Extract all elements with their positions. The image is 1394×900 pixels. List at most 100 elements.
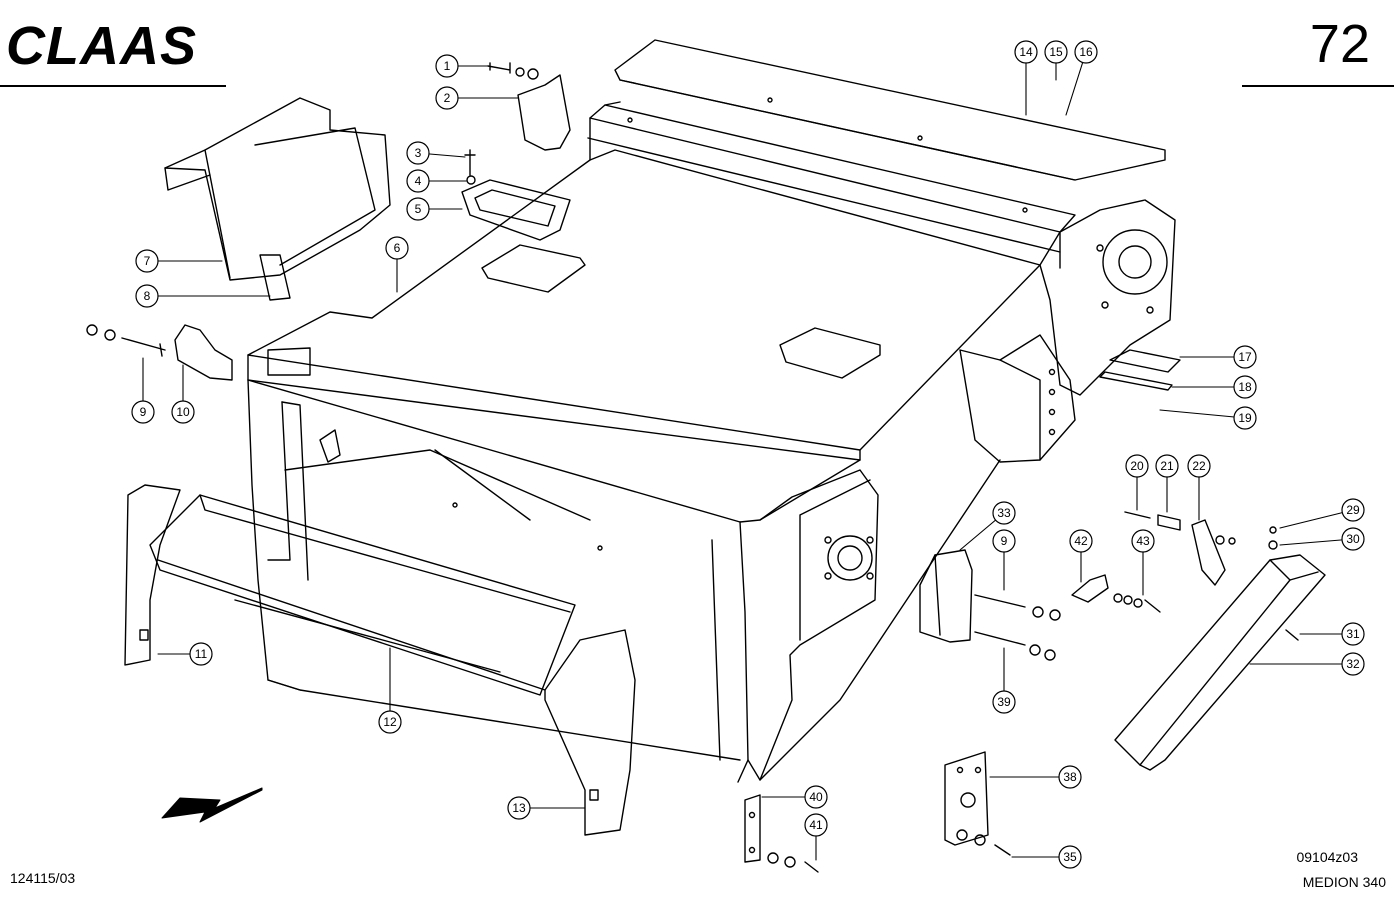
header-rule-left	[0, 85, 226, 87]
callout-number: 43	[1136, 534, 1150, 548]
callout-12: 12	[378, 710, 402, 734]
callout-number: 7	[144, 254, 151, 268]
callout-number: 35	[1063, 850, 1077, 864]
callout-bubble	[406, 141, 430, 165]
callout-number: 6	[394, 241, 401, 255]
top-small-parts	[86, 62, 571, 381]
callout-9: 9	[131, 400, 155, 424]
callout-number: 8	[144, 289, 151, 303]
callout-number: 3	[415, 146, 422, 160]
machine-model: MEDION 340	[1302, 874, 1386, 890]
callout-32: 32	[1341, 652, 1365, 676]
callout-bubble	[1233, 375, 1257, 399]
callout-10: 10	[171, 400, 195, 424]
callout-bubble	[992, 501, 1016, 525]
callout-number: 31	[1346, 627, 1360, 641]
callout-22: 22	[1187, 454, 1211, 478]
callout-number: 39	[997, 695, 1011, 709]
callout-bubble	[992, 690, 1016, 714]
callout-number: 18	[1238, 380, 1252, 394]
callout-4: 4	[406, 169, 430, 193]
callout-bubble	[1155, 454, 1179, 478]
callout-11: 11	[189, 642, 213, 666]
callout-number: 13	[512, 801, 526, 815]
callout-21: 21	[1155, 454, 1179, 478]
front-beam-assembly	[124, 484, 636, 836]
callout-bubble	[171, 400, 195, 424]
callout-number: 5	[415, 202, 422, 216]
callout-bubble	[1341, 622, 1365, 646]
callout-number: 12	[383, 715, 397, 729]
callout-29: 29	[1341, 498, 1365, 522]
callout-2: 2	[435, 86, 459, 110]
callout-number: 2	[444, 91, 451, 105]
callout-bubble	[1058, 765, 1082, 789]
callout-bubble	[1341, 652, 1365, 676]
callout-bubble	[435, 54, 459, 78]
callout-bubble	[378, 710, 402, 734]
callout-16: 16	[1074, 40, 1098, 64]
callout-number: 1	[444, 59, 451, 73]
forward-direction-arrow-icon	[161, 787, 263, 823]
callout-38: 38	[1058, 765, 1082, 789]
callout-6: 6	[385, 236, 409, 260]
callout-bubble	[1069, 529, 1093, 553]
callout-bubble	[1187, 454, 1211, 478]
callout-43: 43	[1131, 529, 1155, 553]
callout-number: 15	[1049, 45, 1063, 59]
callout-bubble	[1058, 845, 1082, 869]
callout-18: 18	[1233, 375, 1257, 399]
callout-8: 8	[135, 284, 159, 308]
callout-number: 42	[1074, 534, 1088, 548]
callout-bubble	[406, 169, 430, 193]
callout-7: 7	[135, 249, 159, 273]
callout-bubble	[507, 796, 531, 820]
callout-bubble	[135, 284, 159, 308]
callout-number: 20	[1130, 459, 1144, 473]
callout-number: 4	[415, 174, 422, 188]
callout-bubble	[992, 529, 1016, 553]
header-rule-right	[1242, 85, 1394, 87]
callout-leader-line	[1279, 538, 1354, 546]
callout-leader-line	[1279, 509, 1354, 529]
main-frame	[247, 39, 1181, 783]
callout-bubble	[1341, 527, 1365, 551]
callout-bubble	[804, 785, 828, 809]
callout-number: 9	[1001, 534, 1008, 548]
callout-leader-line	[1159, 409, 1246, 419]
callout-bubble	[135, 249, 159, 273]
page-number: 72	[1309, 14, 1370, 74]
callout-41: 41	[804, 813, 828, 837]
callout-40: 40	[804, 785, 828, 809]
callout-number: 32	[1346, 657, 1360, 671]
callout-bubble	[804, 813, 828, 837]
brand-logo: CLAAS	[6, 16, 197, 76]
callout-number: 17	[1238, 350, 1252, 364]
left-side-panel	[164, 97, 391, 301]
callout-14: 14	[1014, 40, 1038, 64]
callout-17: 17	[1233, 345, 1257, 369]
callout-19: 19	[1233, 406, 1257, 430]
callout-39: 39	[992, 690, 1016, 714]
callout-number: 19	[1238, 411, 1252, 425]
callout-number: 11	[195, 647, 208, 661]
callout-number: 40	[809, 790, 823, 804]
callout-42: 42	[1069, 529, 1093, 553]
callout-number: 16	[1079, 45, 1093, 59]
drawing-code: 09104z03	[1296, 849, 1358, 865]
callout-bubble	[1341, 498, 1365, 522]
callout-bubble	[1044, 40, 1068, 64]
callout-9: 9	[992, 529, 1016, 553]
callout-bubble	[189, 642, 213, 666]
callout-1: 1	[435, 54, 459, 78]
callout-bubble	[131, 400, 155, 424]
callout-35: 35	[1058, 845, 1082, 869]
callout-number: 30	[1346, 532, 1360, 546]
callout-number: 22	[1192, 459, 1206, 473]
lower-right-parts	[744, 511, 1326, 873]
callout-number: 10	[176, 405, 190, 419]
callout-5: 5	[406, 197, 430, 221]
